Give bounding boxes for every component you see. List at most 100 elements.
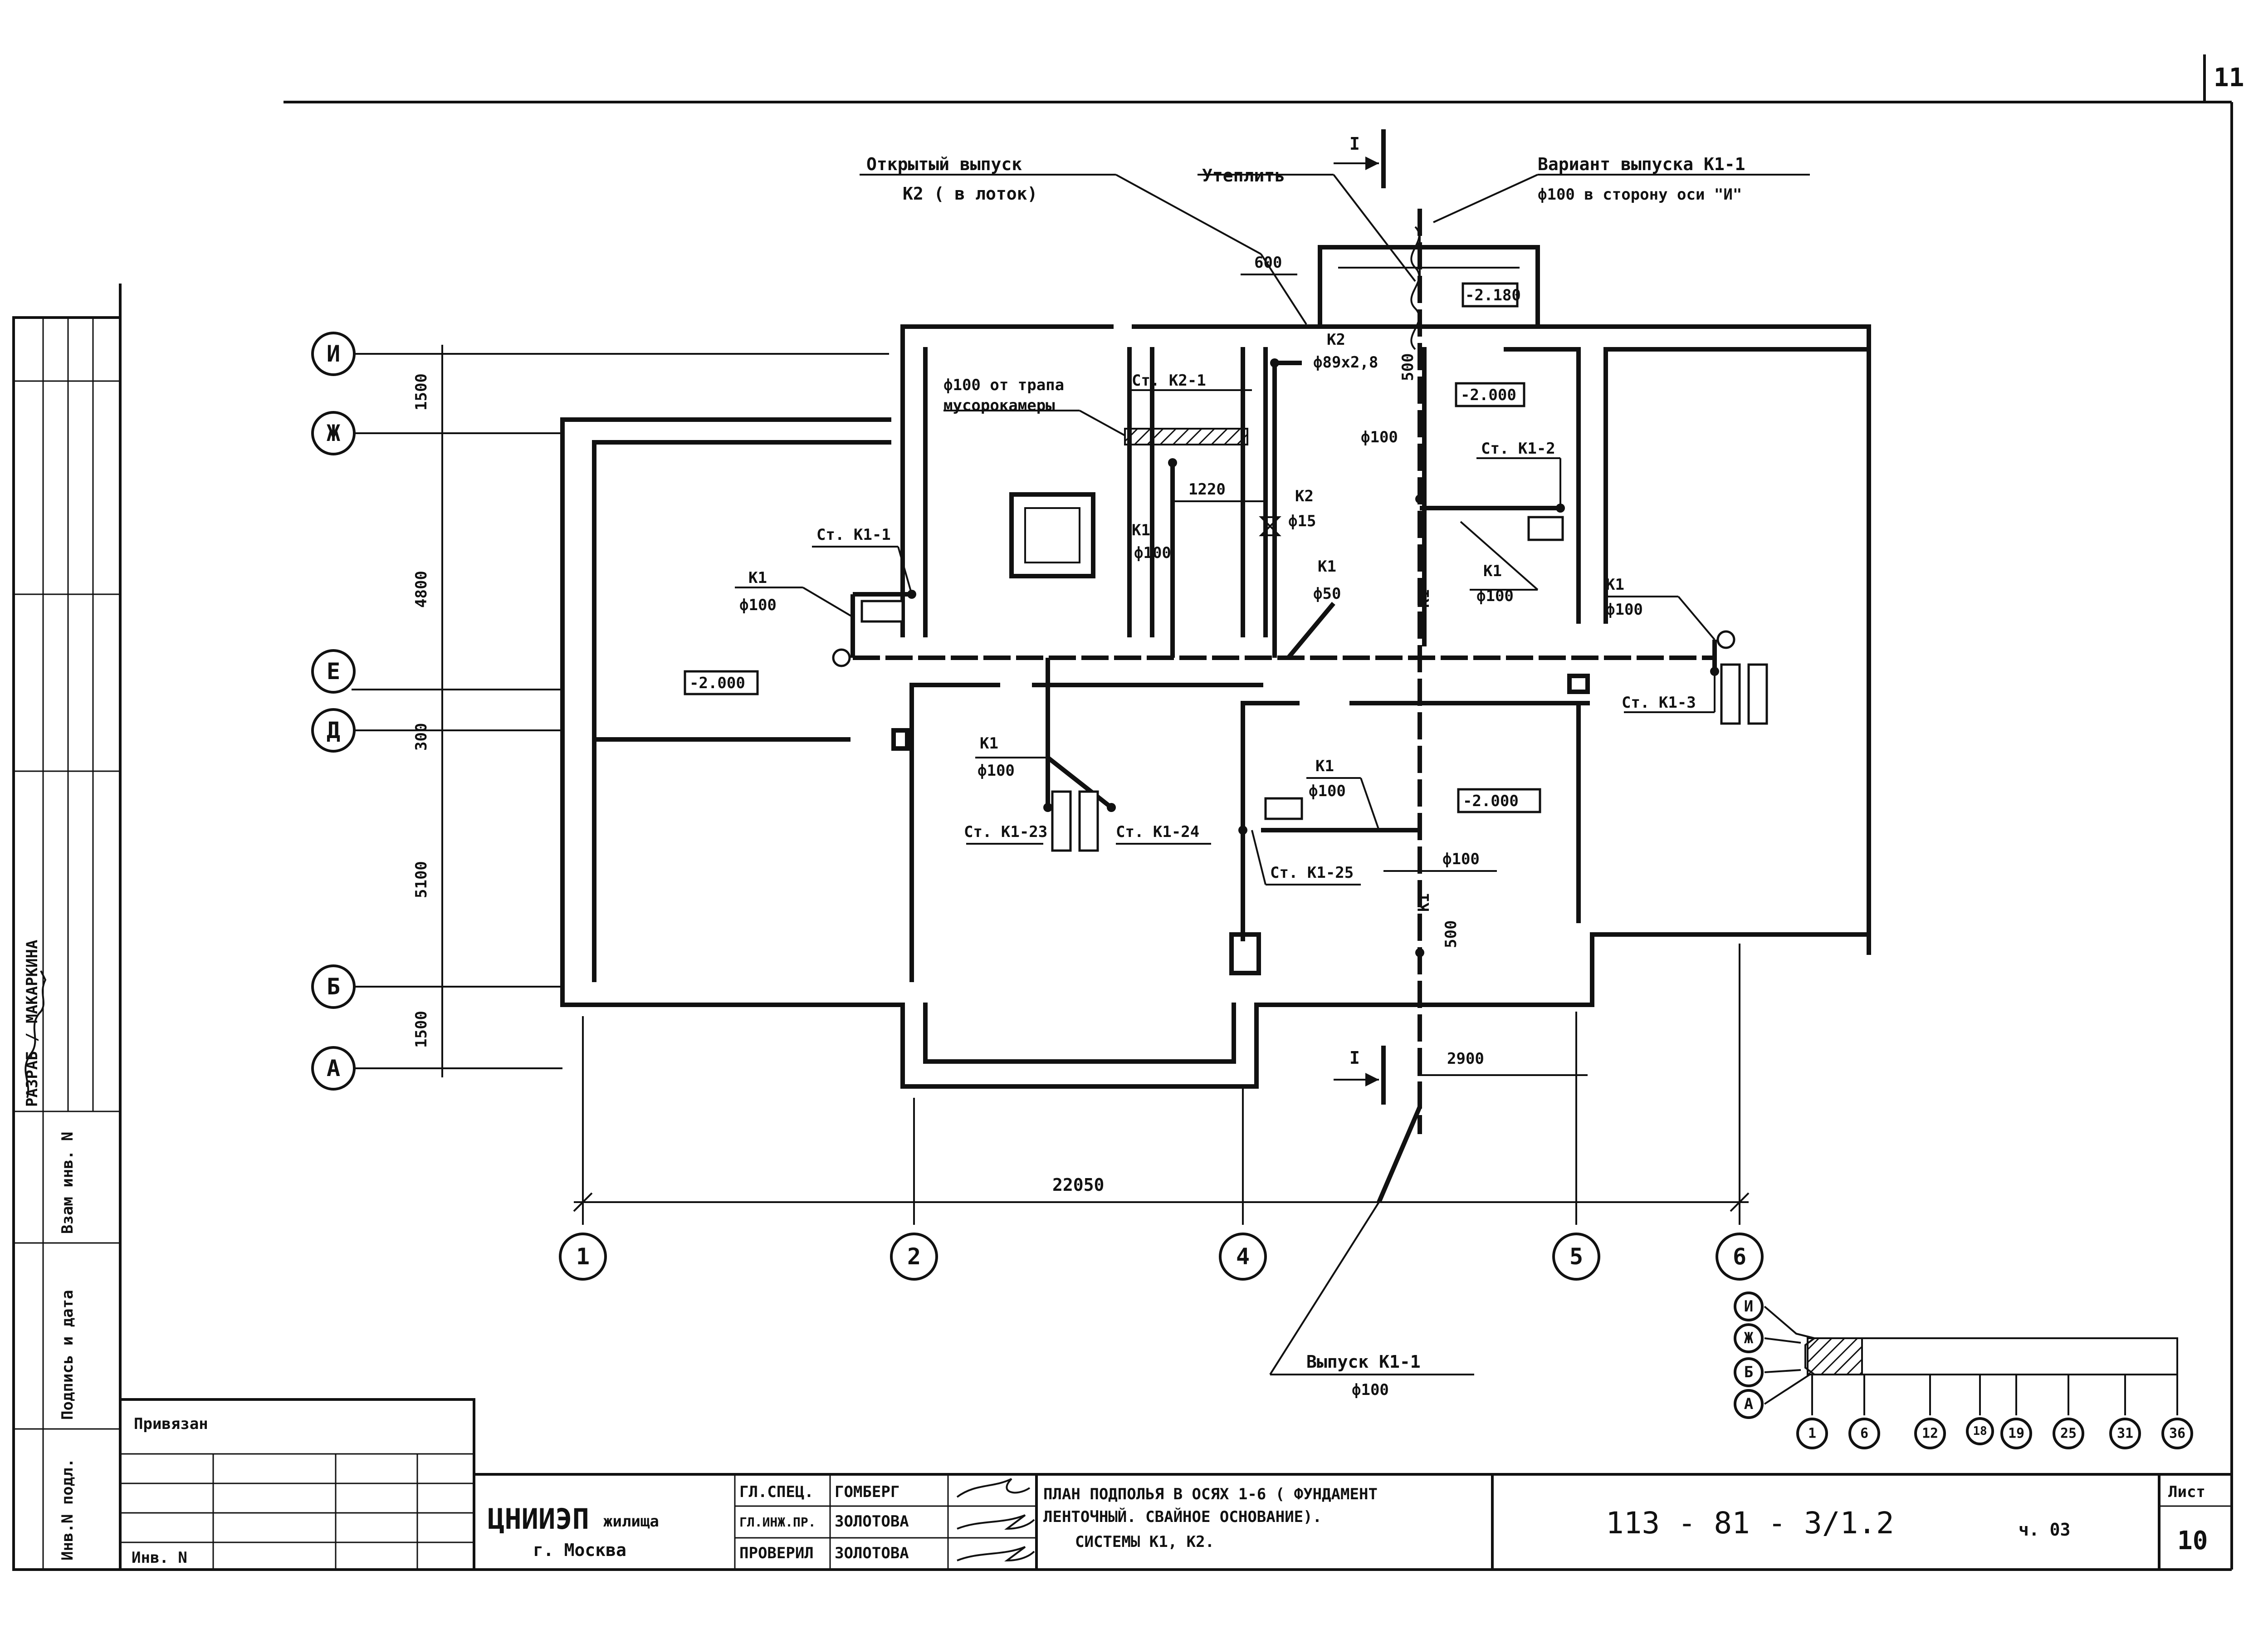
key-col-18: 18 — [1966, 1417, 1994, 1445]
signature-3 — [957, 1546, 1035, 1562]
dim-overall: 22050 — [1052, 1175, 1104, 1195]
stamp-developer: РАЗРАБ / МАКАРКИНА — [23, 940, 41, 1107]
svg-text:2: 2 — [907, 1243, 921, 1270]
svg-text:Б: Б — [327, 974, 340, 1000]
riser-k1-25: Ст. К1-25 — [1270, 864, 1354, 882]
note-variant-2: ф100 в сторону оси "И" — [1538, 186, 1742, 204]
axis-bubble-И: И — [311, 332, 356, 376]
label-d50: ф50 — [1313, 585, 1341, 603]
svg-text:4: 4 — [1236, 1243, 1250, 1270]
label-d100-left: ф100 — [739, 596, 777, 614]
label-k1-right: К1 — [1483, 562, 1502, 580]
key-col-1: 1 — [1796, 1418, 1828, 1449]
key-col-25: 25 — [2053, 1418, 2084, 1449]
dim-600: 600 — [1254, 254, 1282, 272]
dim-300: 300 — [412, 723, 430, 751]
side-stamp: РАЗРАБ / МАКАРКИНА Инв.N подл. Подпись и… — [12, 316, 122, 1571]
svg-text:Ж: Ж — [327, 420, 340, 446]
key-plan: И Ж Б А 1 6 12 18 19 25 31 36 — [1734, 1292, 2193, 1449]
note-insulate: Утеплить — [1202, 166, 1285, 186]
label-k1-left: К1 — [748, 569, 767, 587]
label-d100-far-right: ф100 — [1606, 601, 1643, 619]
org-suffix: жилища — [603, 1512, 659, 1531]
elev-2000-a: -2.000 — [1461, 386, 1516, 404]
key-col-12: 12 — [1914, 1418, 1946, 1449]
role-0-name: ГОМБЕРГ — [835, 1483, 899, 1501]
signature-1 — [956, 1478, 1031, 1498]
dimension-labels: 1500 4800 300 5100 1500 22050 2900 600 1… — [412, 254, 1588, 1195]
axis-bubble-Ж: Ж — [311, 411, 356, 455]
label-k2-mid: К2 — [1295, 487, 1314, 505]
role-1-name: ЗОЛОТОВА — [835, 1512, 909, 1531]
org-city: г. Москва — [533, 1540, 626, 1560]
label-k1-lower: К1 — [980, 734, 998, 753]
axis-bubble-Д: Д — [311, 708, 356, 753]
axis-bubble-4: 4 — [1219, 1233, 1267, 1281]
sewer-pipes — [832, 209, 1768, 1375]
sheet-label: Лист — [2168, 1483, 2205, 1501]
note-trap-1: ф100 от трапа — [943, 376, 1064, 394]
label-k2-top: К2 — [1327, 331, 1345, 349]
label-d100-lower: ф100 — [978, 762, 1015, 780]
svg-text:Ж: Ж — [1744, 1329, 1754, 1347]
label-d15: ф15 — [1288, 512, 1316, 530]
axis-bubble-5: 5 — [1552, 1233, 1600, 1281]
note-trap-2: мусорокамеры — [943, 396, 1055, 415]
title-tied: Привязан — [134, 1415, 208, 1433]
svg-text:1: 1 — [576, 1243, 590, 1270]
dim-5100: 5100 — [412, 861, 430, 898]
label-d100-room: ф100 — [1134, 544, 1171, 562]
role-2: ПРОВЕРИЛ — [739, 1544, 814, 1562]
dim-1220: 1220 — [1188, 480, 1226, 499]
label-k1-vertical-b: К1 — [1415, 893, 1433, 912]
axis-bubble-6: 6 — [1716, 1233, 1764, 1281]
leader-lines — [735, 129, 1810, 1105]
svg-text:Е: Е — [327, 658, 340, 685]
dim-4800: 4800 — [412, 571, 430, 608]
label-d100-bottom: ф100 — [1442, 850, 1480, 868]
org-name: ЦНИИЭП — [488, 1502, 589, 1536]
stamp-vzam: Взам инв. N — [59, 1132, 77, 1234]
label-d89: ф89х2,8 — [1313, 353, 1378, 372]
svg-text:5: 5 — [1569, 1243, 1583, 1270]
section-mark-top: I — [1349, 134, 1360, 154]
role-0: ГЛ.СПЕЦ. — [739, 1483, 814, 1501]
sheet-frame: 11 — [119, 54, 2244, 1571]
label-k1-lower-mid: К1 — [1315, 757, 1334, 775]
note-outlet-1: Выпуск К1-1 — [1306, 1352, 1421, 1372]
pipe-outlet-k1-1 — [1377, 1106, 1422, 1203]
label-d100-right: ф100 — [1476, 587, 1514, 605]
drawing-code: 113 - 81 - 3/1.2 — [1606, 1506, 1894, 1541]
axis-bubble-Е: Е — [311, 649, 356, 694]
elev-2000-b: -2.000 — [689, 674, 745, 692]
note-open-outlet-1: Открытый выпуск — [866, 154, 1022, 174]
svg-text:И: И — [327, 341, 340, 367]
elev-2180: -2.180 — [1465, 286, 1521, 304]
note-outlet-2: ф100 — [1352, 1381, 1389, 1399]
riser-k2-1: Ст. К2-1 — [1132, 372, 1206, 390]
label-d100-top: ф100 — [1361, 428, 1398, 446]
svg-text:И: И — [1744, 1297, 1753, 1316]
key-row-Б: Б — [1734, 1357, 1764, 1387]
signature-2 — [957, 1514, 1035, 1530]
desc-line-1: ПЛАН ПОДПОЛЬЯ В ОСЯХ 1-6 ( ФУНДАМЕНТ — [1043, 1485, 1378, 1503]
title-inv-no: Инв. N — [132, 1549, 187, 1567]
riser-k1-1: Ст. К1-1 — [816, 526, 891, 544]
role-1: ГЛ.ИНЖ.ПР. — [739, 1515, 816, 1530]
stamp-signature — [24, 970, 47, 1098]
axis-bubble-1: 1 — [559, 1233, 607, 1281]
svg-text:Д: Д — [327, 717, 340, 744]
svg-text:18: 18 — [1973, 1424, 1987, 1438]
axis-bubble-2: 2 — [890, 1233, 938, 1281]
key-col-6: 6 — [1848, 1418, 1880, 1449]
svg-text:36: 36 — [2169, 1426, 2185, 1442]
axis-grid — [352, 345, 1750, 1225]
key-col-36: 36 — [2161, 1418, 2193, 1449]
svg-text:А: А — [327, 1055, 340, 1081]
dim-1500-bottom: 1500 — [412, 1011, 430, 1048]
title-block: Привязан Инв. N ЦНИИЭП жилища г. Москва … — [119, 1398, 2232, 1571]
label-k1-far-right: К1 — [1606, 576, 1624, 594]
svg-text:19: 19 — [2008, 1426, 2024, 1442]
label-k1-vertical-a: К1 — [1415, 589, 1433, 608]
